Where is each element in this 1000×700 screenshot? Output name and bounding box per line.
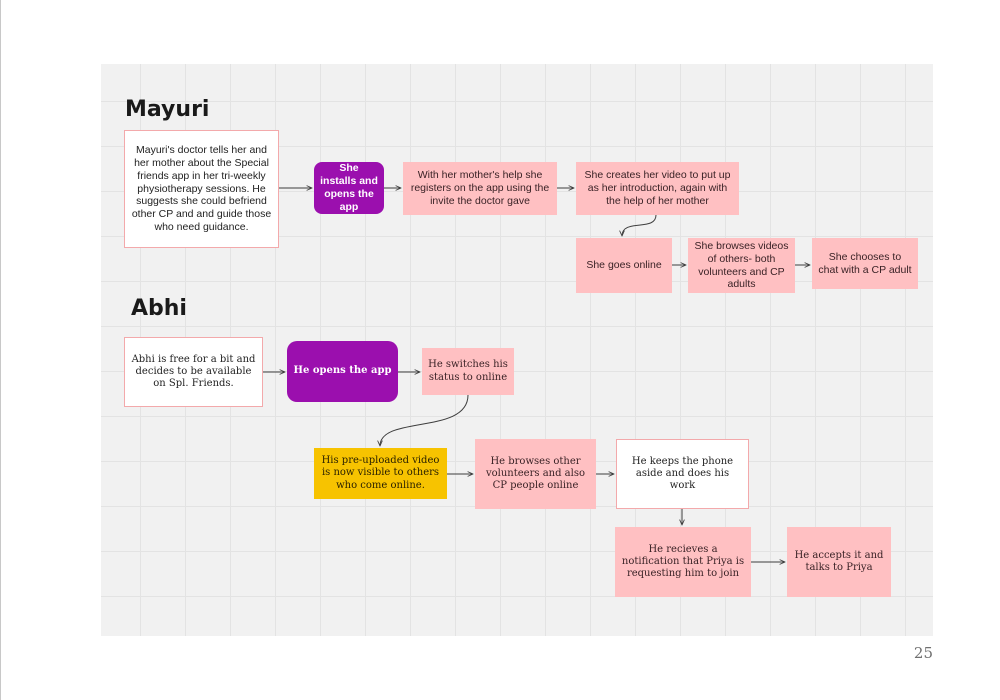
arrow-video-to-online (622, 214, 657, 236)
mayuri-browses-node[interactable]: She browses videos of others- both volun… (688, 238, 795, 293)
abhi-status-node[interactable]: He switches his status to online (422, 348, 514, 395)
mayuri-online-node[interactable]: She goes online (576, 238, 672, 293)
abhi-opens-node[interactable]: He opens the app (287, 341, 398, 402)
page-edge-line (0, 0, 1, 700)
abhi-notification-node[interactable]: He recieves a notification that Priya is… (615, 527, 751, 597)
abhi-free-node[interactable]: Abhi is free for a bit and decides to be… (124, 337, 263, 407)
abhi-heading: Abhi (131, 296, 187, 321)
page-number: 25 (913, 644, 933, 662)
abhi-accepts-node[interactable]: He accepts it and talks to Priya (787, 527, 891, 597)
mayuri-installs-node[interactable]: She installs and opens the app (314, 162, 384, 214)
mayuri-video-node[interactable]: She creates her video to put up as her i… (576, 162, 739, 215)
abhi-browses-node[interactable]: He browses other volunteers and also CP … (475, 439, 596, 509)
mayuri-registers-node[interactable]: With her mother's help she registers on … (403, 162, 557, 215)
mayuri-heading: Mayuri (125, 97, 210, 122)
arrow-status-to-preuploaded (380, 394, 469, 446)
mayuri-chat-node[interactable]: She chooses to chat with a CP adult (812, 238, 918, 289)
mayuri-doctor-node[interactable]: Mayuri's doctor tells her and her mother… (124, 130, 279, 248)
abhi-preuploaded-node[interactable]: His pre-uploaded video is now visible to… (314, 448, 447, 499)
abhi-phone-node[interactable]: He keeps the phone aside and does his wo… (616, 439, 749, 509)
